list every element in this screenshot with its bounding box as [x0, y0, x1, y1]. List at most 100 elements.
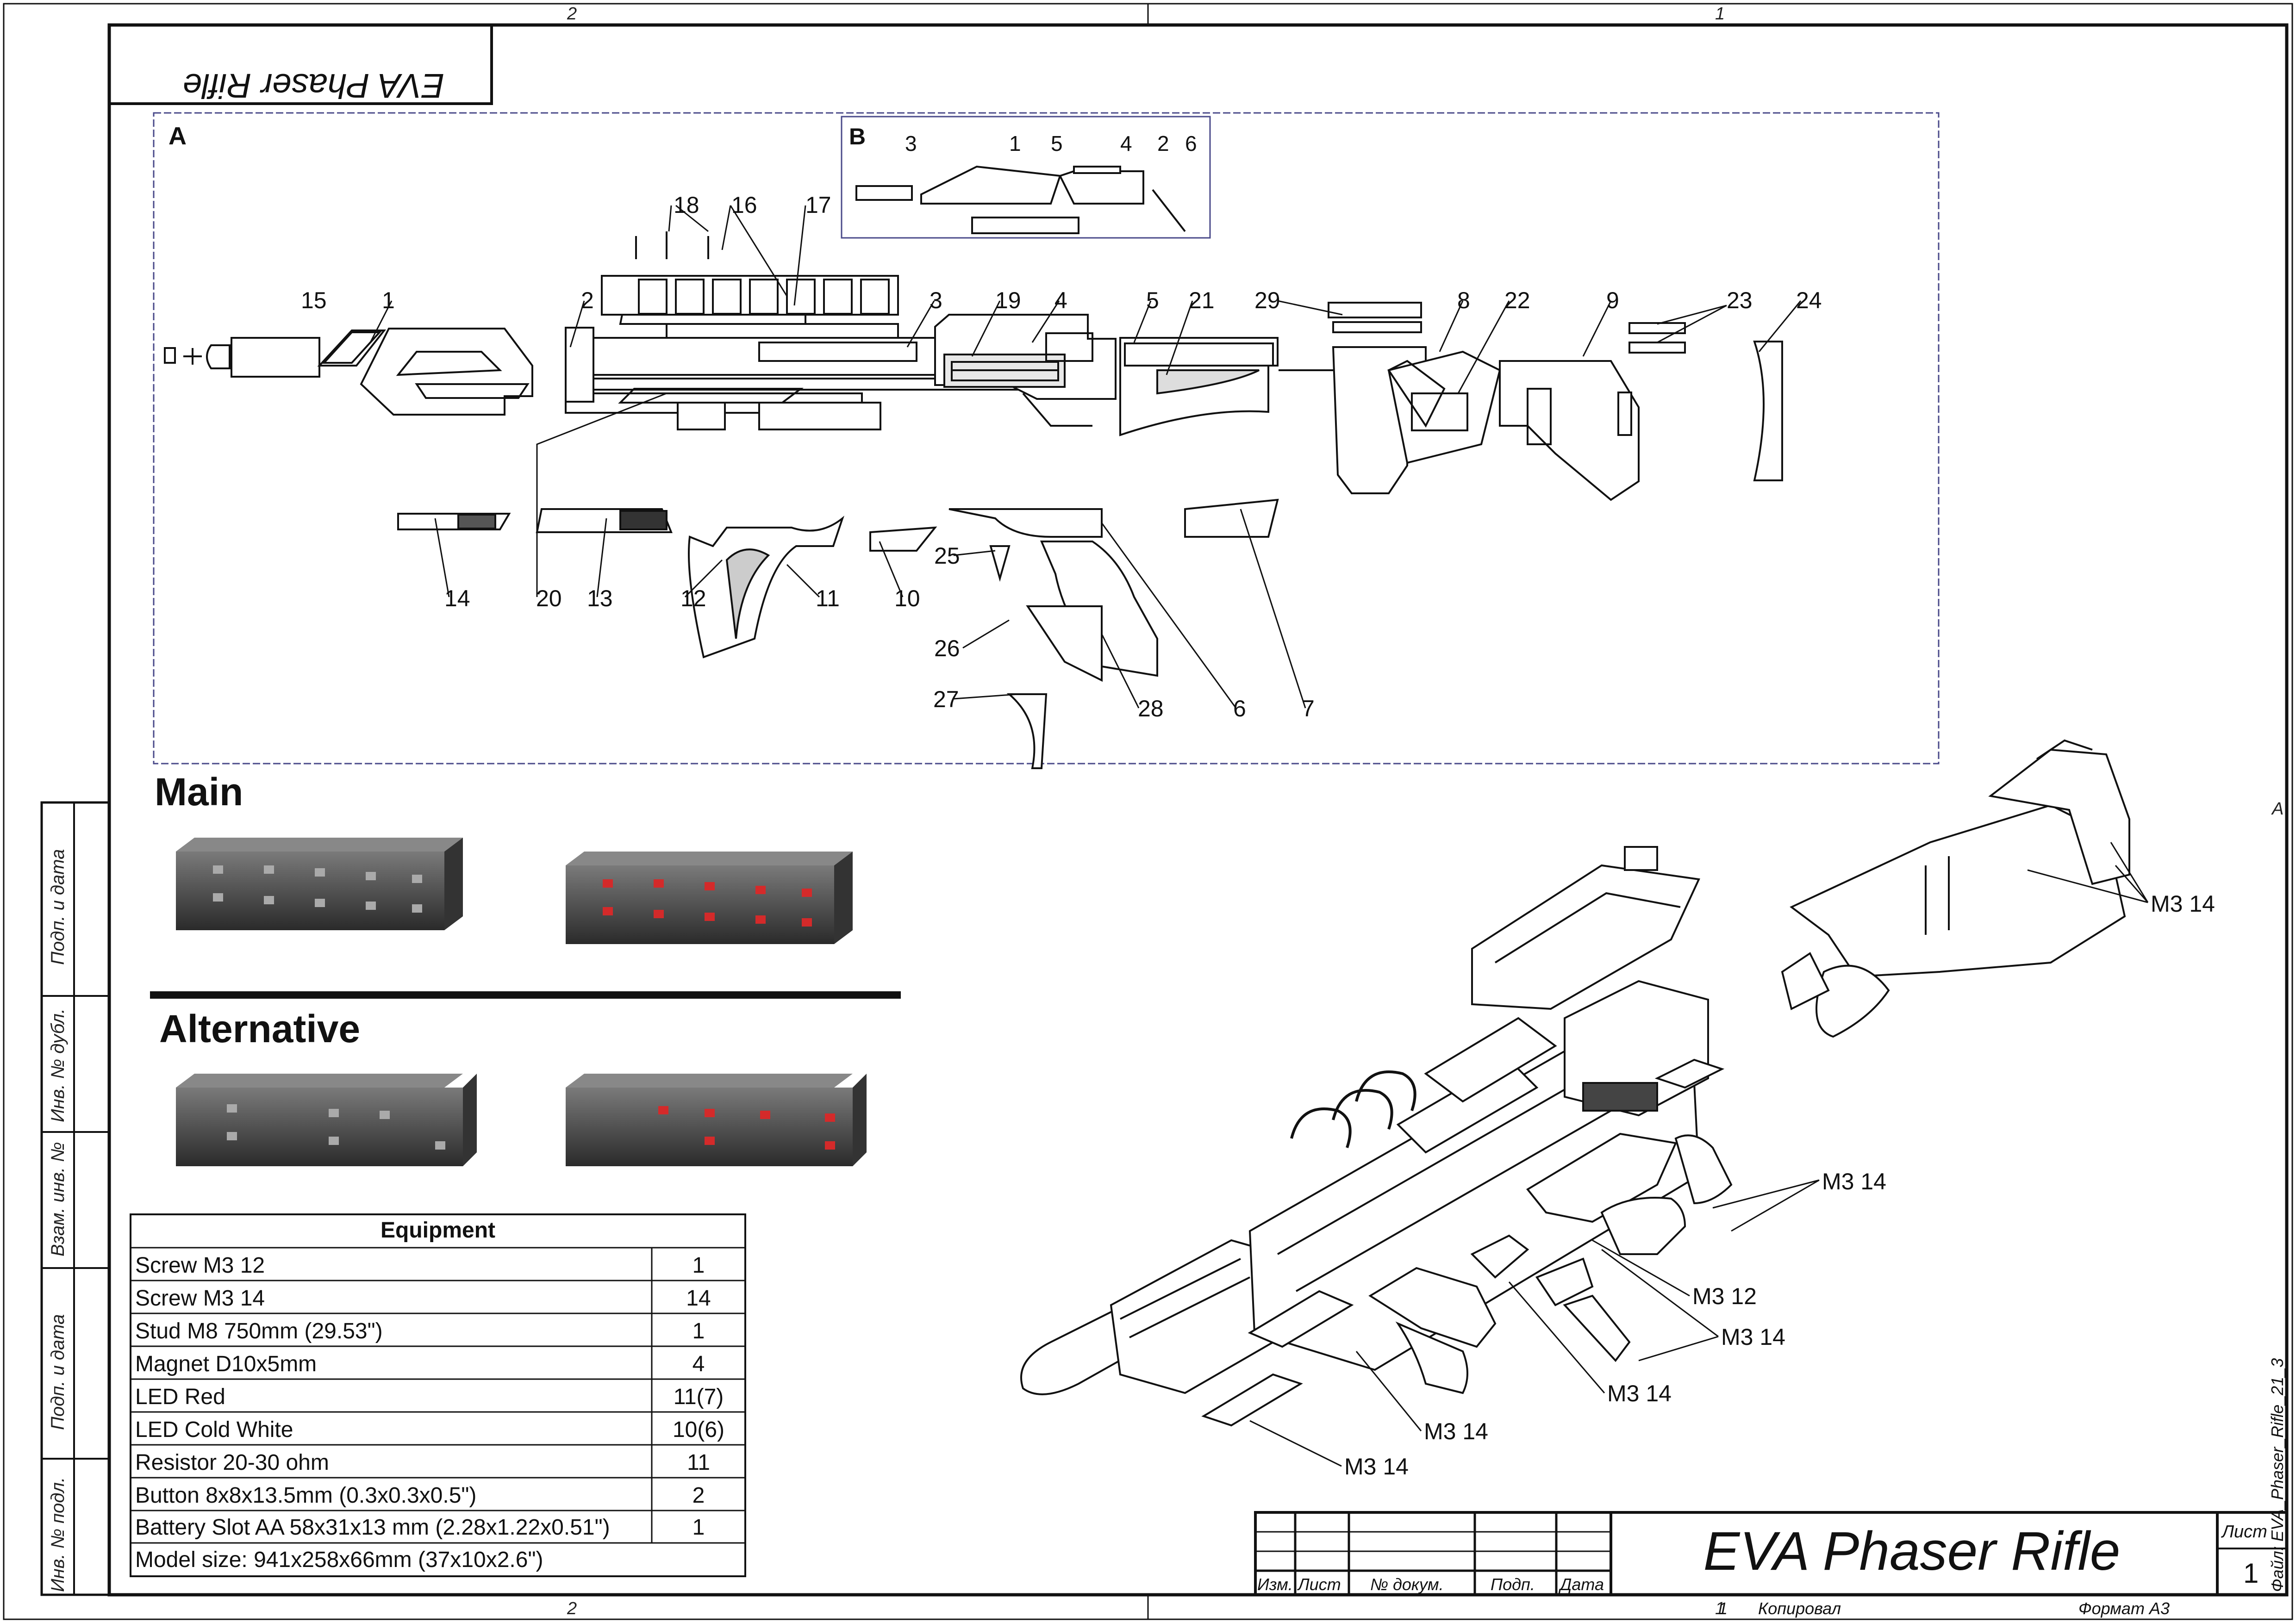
- callout-m3-14: M3 14: [1721, 1324, 1785, 1350]
- view-a: A: [153, 112, 1940, 769]
- equipment-qty: 1: [693, 1253, 705, 1278]
- label-b: 1: [1009, 131, 1021, 155]
- callout-m3-14: M3 14: [1424, 1418, 1488, 1444]
- tray-alt-red: [566, 1074, 867, 1166]
- equipment-item: Stud M8 750mm (29.53"): [135, 1319, 383, 1343]
- equipment-qty: 1: [693, 1319, 705, 1343]
- callout-m3-14: M3 14: [1822, 1169, 1886, 1194]
- header-izm: Изм.: [1257, 1575, 1293, 1594]
- label-a: 7: [1302, 696, 1315, 721]
- label-b: 4: [1120, 131, 1132, 155]
- callout-leaders: [1249, 842, 2149, 1467]
- part-rear-body: [1328, 302, 1640, 501]
- equipment-qty: 10(6): [673, 1418, 724, 1442]
- drawing-title: EVA Phaser Rifle: [1703, 1521, 2121, 1582]
- zone-top-left: 2: [567, 4, 577, 24]
- view-b-parts: [855, 165, 1186, 234]
- equipment-qty: 1: [693, 1515, 705, 1540]
- stamp-podp-data-1: Подп. и дата: [48, 1314, 68, 1430]
- copied-number: 1: [1718, 1599, 1728, 1618]
- equipment-item: Screw M3 14: [135, 1286, 265, 1311]
- view-b-label: B: [849, 124, 866, 149]
- sheet-frame: [3, 3, 2293, 1620]
- exploded-assembly: [1020, 739, 2130, 1427]
- alternative-heading: Alternative: [159, 1007, 360, 1051]
- sheet-number: 1: [2243, 1558, 2259, 1589]
- label-a: 12: [680, 585, 706, 611]
- part-top-rail: [601, 231, 899, 316]
- equipment-item: Button 8x8x13.5mm (0.3x0.3x0.5"): [135, 1483, 476, 1508]
- header-dokum: № докум.: [1370, 1575, 1444, 1594]
- mirrored-title: EVA Phaser Rifle: [183, 67, 444, 105]
- tray-main-red: [566, 852, 853, 944]
- label-a: 9: [1606, 287, 1619, 313]
- tray-main-white: [176, 838, 463, 930]
- label-a: 1: [382, 287, 395, 313]
- label-a: 4: [1054, 287, 1067, 313]
- label-a: 20: [536, 585, 562, 611]
- label-b: 2: [1157, 131, 1169, 155]
- callouts: M3 14 M3 14 M3 12 M3 14 M3 14 M3 14 M3 1…: [1344, 891, 2215, 1480]
- equipment-item: Battery Slot AA 58x31x13 mm (2.28x1.22x0…: [135, 1515, 610, 1540]
- callout-m3-12: M3 12: [1692, 1283, 1757, 1309]
- label-b: 6: [1185, 131, 1197, 155]
- label-a: 3: [930, 287, 942, 313]
- zone-bottom-right: 1: [1715, 1599, 1725, 1618]
- view-b: B: [841, 116, 1211, 239]
- label-a: 10: [894, 585, 920, 611]
- view-a-labels: 15 1 2 18 16 17 3 19 4 5 21 29 8 22 9 23…: [301, 192, 1822, 721]
- battery-sections: Main Alternative: [150, 770, 901, 1166]
- zone-right-marker: A: [2271, 799, 2284, 819]
- label-a: 21: [1189, 287, 1215, 313]
- format-label: Формат А3: [2078, 1599, 2170, 1618]
- equipment-title: Equipment: [381, 1218, 495, 1243]
- model-size: Model size: 941x258x66mm (37x10x2.6"): [135, 1548, 543, 1572]
- part-handguard: [1119, 337, 1279, 436]
- title-block-text: EVA Phaser Rifle Изм. Лист № докум. Подп…: [1257, 1358, 2287, 1618]
- tray-alt-white: [176, 1074, 477, 1166]
- label-b: 5: [1051, 131, 1063, 155]
- callout-m3-14: M3 14: [2151, 891, 2215, 917]
- label-a: 14: [444, 585, 470, 611]
- label-a: 23: [1727, 287, 1753, 313]
- part-receiver: [934, 314, 1117, 427]
- equipment-item: LED Cold White: [135, 1418, 293, 1442]
- file-name: Файл: EVA_Phaser_Rifle_21_3: [2268, 1358, 2287, 1592]
- callout-m3-14: M3 14: [1344, 1454, 1409, 1480]
- equipment-item: LED Red: [135, 1385, 225, 1409]
- label-a: 2: [581, 287, 594, 313]
- equipment-qty: 11: [687, 1450, 710, 1475]
- part-barrel: [565, 277, 1029, 430]
- label-a: 26: [934, 635, 960, 661]
- label-a: 5: [1146, 287, 1159, 313]
- main-heading: Main: [155, 770, 243, 814]
- label-a: 15: [301, 287, 327, 313]
- equipment-table: Equipment Screw M3 12 Screw M3 14 Stud M…: [130, 1213, 746, 1577]
- side-stamps: Инв. № подл. Подп. и дата Взам. инв. № И…: [48, 849, 68, 1592]
- equipment-item: Resistor 20-30 ohm: [135, 1450, 329, 1475]
- header-list: Лист: [1297, 1575, 1341, 1594]
- label-a: 29: [1254, 287, 1280, 313]
- part-tip: [164, 337, 320, 378]
- label-b: 3: [905, 131, 917, 155]
- zone-markers: 2 1 2 1 A: [567, 4, 2284, 1618]
- label-a: 19: [995, 287, 1021, 313]
- stamp-inv-dubl: Инв. № дубл.: [48, 1008, 68, 1122]
- leaders-a: [369, 205, 1802, 709]
- title-block: [1254, 1511, 2288, 1596]
- sheet-label: Лист: [2221, 1522, 2267, 1542]
- label-a: 24: [1796, 287, 1822, 313]
- equipment-item: Magnet D10x5mm: [135, 1352, 317, 1376]
- part-lower-row: [397, 498, 1279, 769]
- callout-m3-14: M3 14: [1607, 1380, 1672, 1406]
- equipment-qty: 11(7): [674, 1385, 724, 1409]
- stamp-podp-data-2: Подп. и дата: [48, 849, 68, 965]
- label-a: 25: [934, 543, 960, 569]
- header-podp: Подп.: [1491, 1575, 1535, 1594]
- copied-label: Копировал: [1758, 1599, 1841, 1618]
- header-data: Дата: [1558, 1575, 1604, 1594]
- zone-top-right: 1: [1715, 4, 1725, 24]
- label-a: 11: [816, 585, 840, 611]
- stamp-vzam-inv: Взам. инв. №: [48, 1142, 68, 1256]
